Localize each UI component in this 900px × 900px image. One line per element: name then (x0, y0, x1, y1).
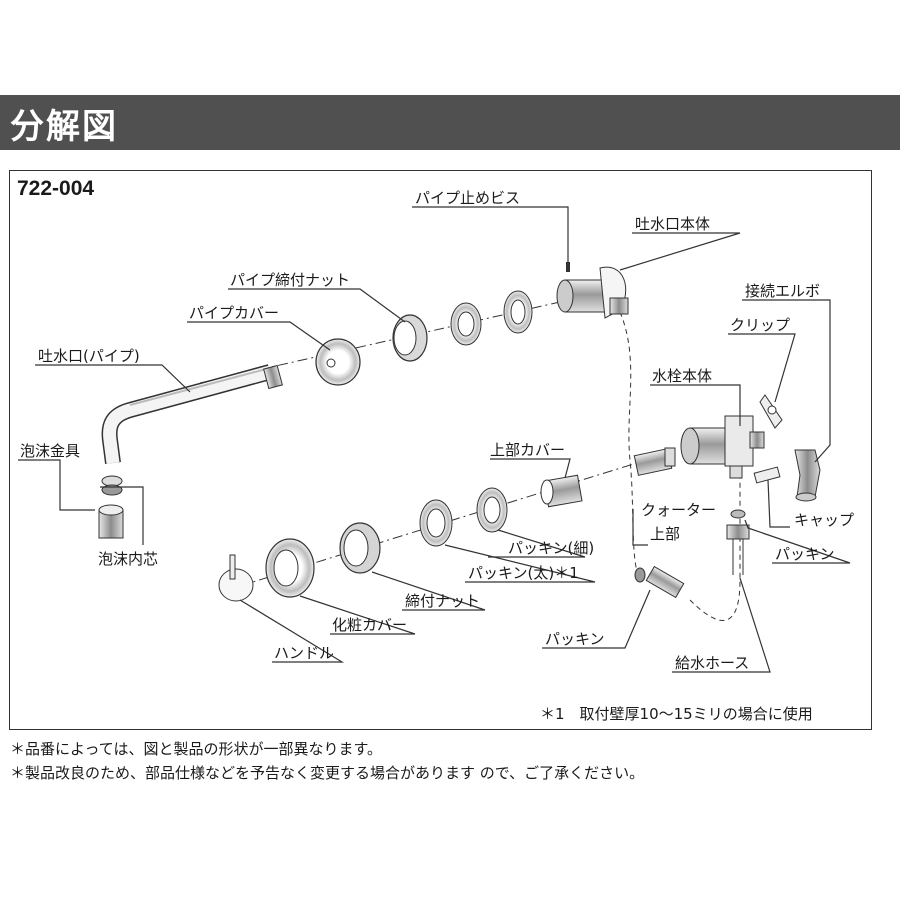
label-spout-pipe: 吐水口(パイプ) (38, 347, 140, 365)
pipe-nut (392, 314, 428, 362)
spout-body (556, 262, 629, 319)
label-spout-body: 吐水口本体 (635, 215, 711, 233)
label-quarter-top-1: クォーター (641, 501, 717, 519)
label-supply-hose: 給水ホース (675, 654, 750, 672)
label-packing-thin: パッキン(細) (508, 539, 595, 557)
note-item: ＊品番によっては、図と製品の形状が一部異なります。 (10, 740, 383, 758)
washer-upper-2-hole (510, 299, 526, 325)
washer-upper-1-hole (457, 311, 475, 337)
clip (759, 394, 783, 429)
packing-right-part (730, 509, 746, 519)
label-pipe-nut: パイプ締付ナット (230, 271, 351, 289)
faucet-body (680, 415, 765, 479)
label-clip: クリップ (730, 316, 791, 334)
spout-pipe (101, 364, 283, 465)
quarter-top (633, 447, 676, 476)
label-upper-cover: 上部カバー (490, 441, 566, 459)
label-cap: キャップ (794, 511, 855, 529)
leader-lines (18, 206, 851, 673)
label-connection-elbow: 接続エルボ (745, 282, 821, 300)
pipe-cover (315, 338, 361, 386)
diagram-footnote: ＊1 取付壁厚10～15ミリの場合に使用 (540, 705, 813, 723)
label-aerator: 泡沫金具 (20, 442, 81, 460)
page-title: 分解図 (10, 107, 118, 147)
hose-fitting-upper (726, 524, 750, 540)
upper-cover (540, 474, 583, 508)
label-packing-thick: パッキン(太)＊1 (468, 564, 579, 582)
aerator-core (98, 504, 124, 539)
cap-part (753, 466, 781, 484)
label-faucet-body: 水栓本体 (652, 367, 713, 385)
hose-fitting-lower (634, 565, 685, 599)
decor-cover (265, 538, 315, 598)
label-tightening-nut: 締付ナット (405, 592, 481, 610)
connection-elbow (794, 449, 821, 502)
hose-link-line (689, 470, 741, 621)
label-handle: ハンドル (274, 644, 335, 662)
spout-link-line (619, 311, 641, 581)
tightening-nut (339, 522, 381, 574)
label-packing-right: パッキン (775, 545, 835, 563)
label-decor-cover: 化粧カバー (332, 616, 408, 634)
label-pipe-stop-screw: パイプ止めビス (415, 189, 521, 207)
handle (218, 554, 254, 602)
aerator-metal (101, 475, 123, 496)
label-packing-bottom: パッキン (545, 630, 605, 648)
label-pipe-cover: パイプカバー (189, 304, 280, 322)
notes: ＊品番によっては、図と製品の形状が一部異なります。 ＊製品改良のため、部品仕様な… (10, 737, 644, 785)
label-quarter-top-2: 上部 (650, 525, 681, 543)
model-number: 722-004 (17, 177, 95, 200)
label-aerator-core: 泡沫内芯 (98, 550, 159, 568)
note-item: ＊製品改良のため、部品仕様などを予告なく変更する場合があります ので、ご了承くだ… (10, 764, 645, 782)
header-bar: 分解図 (0, 95, 900, 150)
